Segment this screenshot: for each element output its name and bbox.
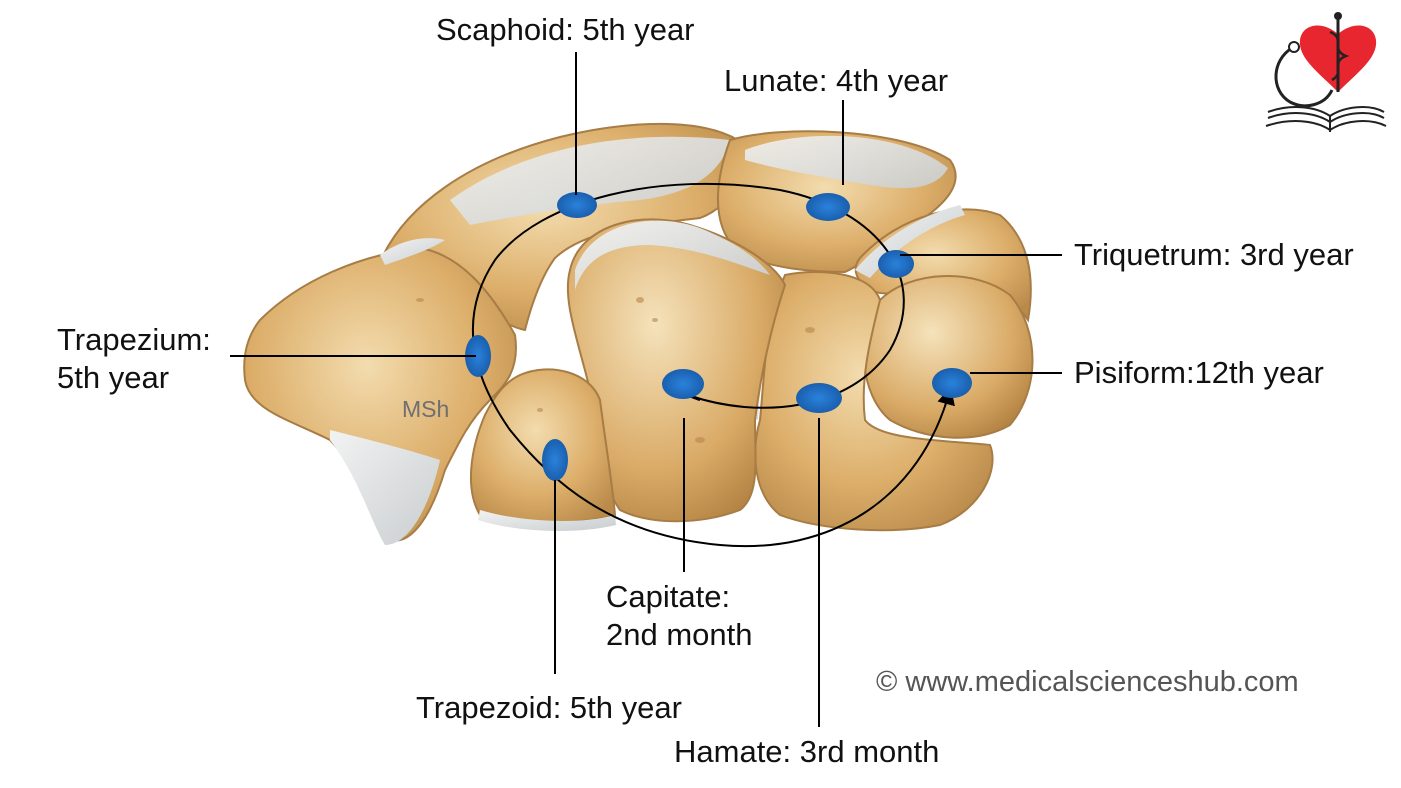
hamate-ossification-center	[796, 383, 842, 413]
stethoscope-icon	[1274, 46, 1334, 108]
capitate-label: Capitate: 2nd month	[606, 578, 753, 654]
capitate-label-line2: 2nd month	[606, 617, 753, 652]
scaphoid-label: Scaphoid: 5th year	[436, 12, 695, 47]
copyright-notice: © www.medicalscienceshub.com	[876, 666, 1299, 698]
medical-sciences-hub-logo	[1265, 12, 1387, 132]
open-book-icon	[1265, 106, 1387, 132]
trapezium-bone	[243, 238, 517, 545]
capitate-ossification-center	[662, 369, 704, 399]
pisiform-label: Pisiform:12th year	[1074, 355, 1324, 390]
pisiform-ossification-center	[932, 368, 972, 398]
scaphoid-ossification-center	[557, 192, 597, 218]
trapezoid-bone	[470, 368, 617, 532]
msh-watermark: MSh	[402, 396, 450, 422]
caduceus-snake-icon	[1329, 30, 1350, 82]
triquetrum-ossification-center	[878, 250, 914, 278]
trapezium-label: Trapezium: 5th year	[57, 321, 211, 397]
pisiform-bone	[863, 275, 1034, 439]
lunate-ossification-center	[806, 193, 850, 221]
trapezium-ossification-center	[465, 335, 491, 377]
trapezium-label-line2: 5th year	[57, 360, 170, 395]
bone-surface-detail	[416, 297, 815, 443]
ossification-centers	[465, 192, 972, 481]
capitate-label-line1: Capitate:	[606, 579, 731, 614]
lunate-label: Lunate: 4th year	[724, 63, 949, 98]
ossification-sequence-loop	[471, 182, 955, 548]
hamate-label: Hamate: 3rd month	[674, 734, 940, 769]
trapezoid-ossification-center	[542, 439, 568, 481]
trapezium-label-line1: Trapezium:	[57, 322, 211, 357]
triquetrum-label: Triquetrum: 3rd year	[1074, 237, 1354, 272]
leader-lines	[230, 52, 1062, 727]
trapezoid-label: Trapezoid: 5th year	[416, 690, 682, 725]
